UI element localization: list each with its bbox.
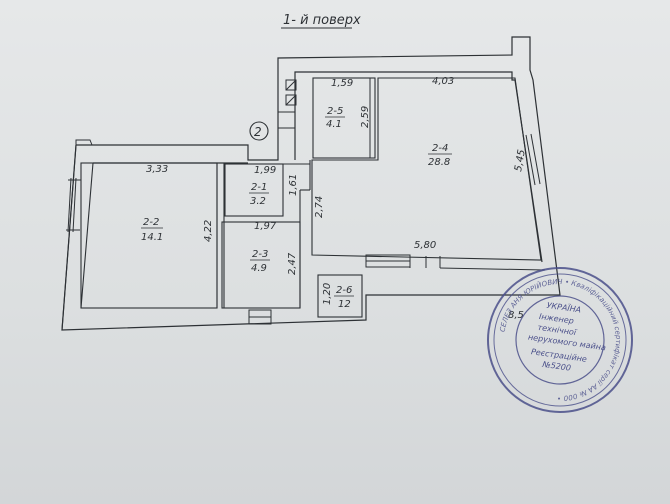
dim-2-47: 2,47 — [287, 252, 298, 275]
vent-duct-1 — [285, 79, 297, 91]
outer-walls — [61, 36, 561, 331]
room-2-6-outline — [317, 274, 363, 318]
dim-5-80: 5,80 — [414, 240, 436, 251]
dim-1-97: 1,97 — [254, 221, 277, 232]
plan-marker-number: 2 — [254, 125, 262, 139]
dim-3-33: 3,33 — [146, 164, 168, 175]
room-2-2-area: 14.1 — [141, 232, 163, 243]
dimension-labels: 1,59 4,03 3,33 1,99 1,97 5,80 8,5 2,59 5… — [146, 76, 528, 321]
room-labels: 2-2 14.1 2-1 3.2 2-3 4.9 2-4 28.8 2-5 4.… — [141, 106, 452, 310]
room-2-6-id: 2-6 — [336, 285, 352, 296]
room-2-4-id: 2-4 — [432, 143, 448, 154]
stamp-top-word: УКРАЇНА — [546, 300, 582, 315]
room-2-5-outline — [312, 77, 376, 159]
room-2-2-id: 2-2 — [143, 217, 159, 228]
room-2-5-id: 2-5 — [327, 106, 343, 117]
dim-5-45: 5,45 — [513, 149, 528, 173]
dim-1-61: 1,61 — [288, 174, 299, 196]
engineer-stamp: СЕЛЕЗ АНЯ ЮРІЙОВИЧ • Кваліфікаційний сер… — [487, 267, 633, 413]
dim-1-59: 1,59 — [331, 78, 353, 89]
room-2-4-area: 28.8 — [428, 157, 450, 168]
dim-4-22: 4,22 — [203, 220, 214, 242]
room-2-3-area: 4.9 — [251, 263, 267, 274]
dim-1-20: 1,20 — [322, 283, 333, 305]
dim-2-59: 2,59 — [360, 106, 371, 128]
room-2-6-area: 12 — [338, 299, 351, 310]
plan-marker-circle — [249, 121, 269, 141]
vent-duct-2 — [285, 94, 297, 106]
dim-2-74: 2,74 — [314, 196, 325, 218]
room-2-4-outline — [311, 77, 542, 261]
room-2-1-area: 3.2 — [250, 196, 266, 207]
room-2-3-id: 2-3 — [252, 249, 268, 260]
dim-1-99: 1,99 — [254, 165, 276, 176]
room-2-1-id: 2-1 — [251, 182, 267, 193]
plan-title: 1- й поверх — [283, 13, 361, 28]
room-2-5-area: 4.1 — [326, 119, 342, 130]
dim-4-03: 4,03 — [432, 76, 454, 87]
room-2-1-outline — [224, 163, 284, 217]
dim-8-5: 8,5 — [508, 310, 524, 321]
stamp-line-5: №5200 — [541, 360, 572, 373]
